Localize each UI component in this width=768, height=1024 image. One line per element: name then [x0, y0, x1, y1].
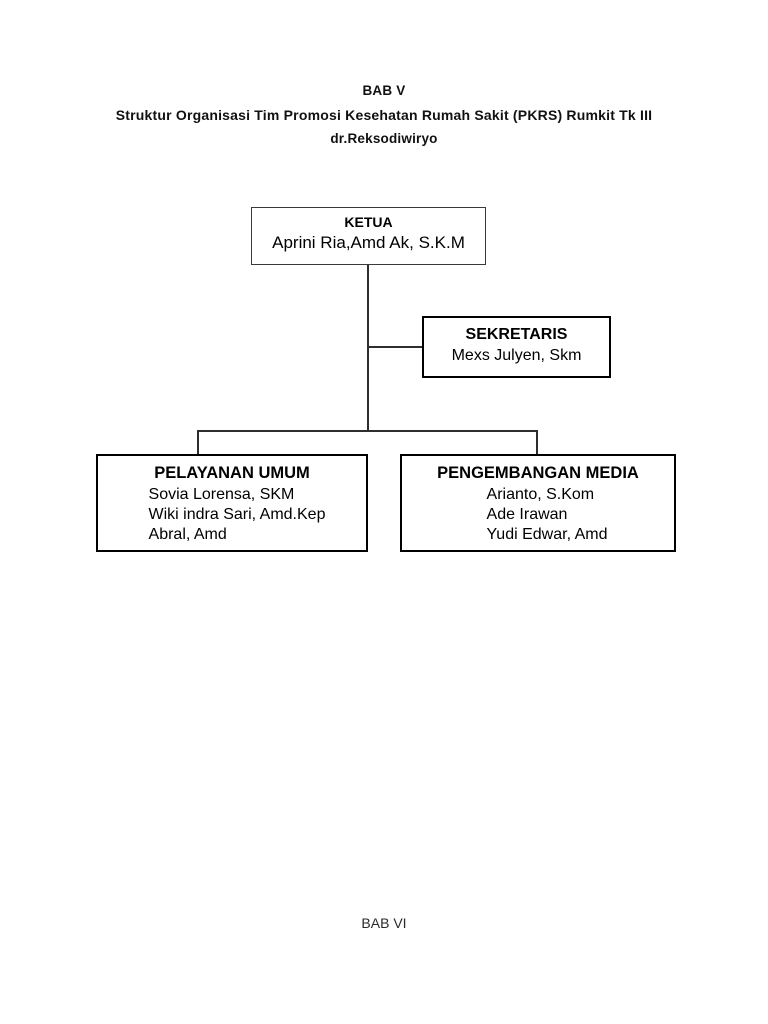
connector-drop-pengembangan-media [536, 430, 538, 455]
document-heading: BAB V Struktur Organisasi Tim Promosi Ke… [0, 84, 768, 145]
heading-subtitle-line: dr.Reksodiwiryo [330, 130, 438, 146]
connector-drop-pelayanan-umum [197, 430, 199, 455]
document-footer: BAB VI [361, 915, 407, 931]
connector-sekretaris-horizontal [367, 346, 423, 348]
org-node-pelayanan-umum-title: PELAYANAN UMUM [154, 464, 310, 482]
org-node-pengembangan-media-title: PENGEMBANGAN MEDIA [437, 464, 639, 482]
org-chart: KETUA Aprini Ria,Amd Ak, S.K.M SEKRETARI… [96, 207, 676, 552]
member-item: Sovia Lorensa, SKM [148, 486, 295, 503]
connector-trunk-vertical [367, 265, 369, 431]
heading-chapter-label: BAB V [362, 83, 406, 98]
org-node-ketua-title: KETUA [344, 214, 393, 230]
heading-title-line: Struktur Organisasi Tim Promosi Kesehata… [115, 106, 653, 123]
org-node-pengembangan-media: PENGEMBANGAN MEDIA Arianto, S.Kom Ade Ir… [400, 454, 676, 552]
org-node-sekretaris-member: Mexs Julyen, Skm [451, 347, 582, 364]
member-item: Yudi Edwar, Amd [486, 526, 608, 543]
org-node-sekretaris: SEKRETARIS Mexs Julyen, Skm [422, 316, 611, 378]
member-item: Arianto, S.Kom [486, 486, 595, 503]
org-node-pengembangan-media-members: Arianto, S.Kom Ade Irawan Yudi Edwar, Am… [487, 485, 608, 545]
org-node-sekretaris-title: SEKRETARIS [465, 326, 568, 343]
connector-horizontal-bus [197, 430, 538, 432]
org-node-pelayanan-umum: PELAYANAN UMUM Sovia Lorensa, SKM Wiki i… [96, 454, 368, 552]
org-node-ketua-member: Aprini Ria,Amd Ak, S.K.M [272, 233, 465, 252]
org-node-ketua: KETUA Aprini Ria,Amd Ak, S.K.M [251, 207, 486, 265]
org-node-pelayanan-umum-members: Sovia Lorensa, SKM Wiki indra Sari, Amd.… [149, 485, 326, 545]
member-item: Ade Irawan [486, 506, 568, 523]
member-item: Wiki indra Sari, Amd.Kep [148, 506, 326, 523]
member-item: Abral, Amd [148, 526, 227, 543]
